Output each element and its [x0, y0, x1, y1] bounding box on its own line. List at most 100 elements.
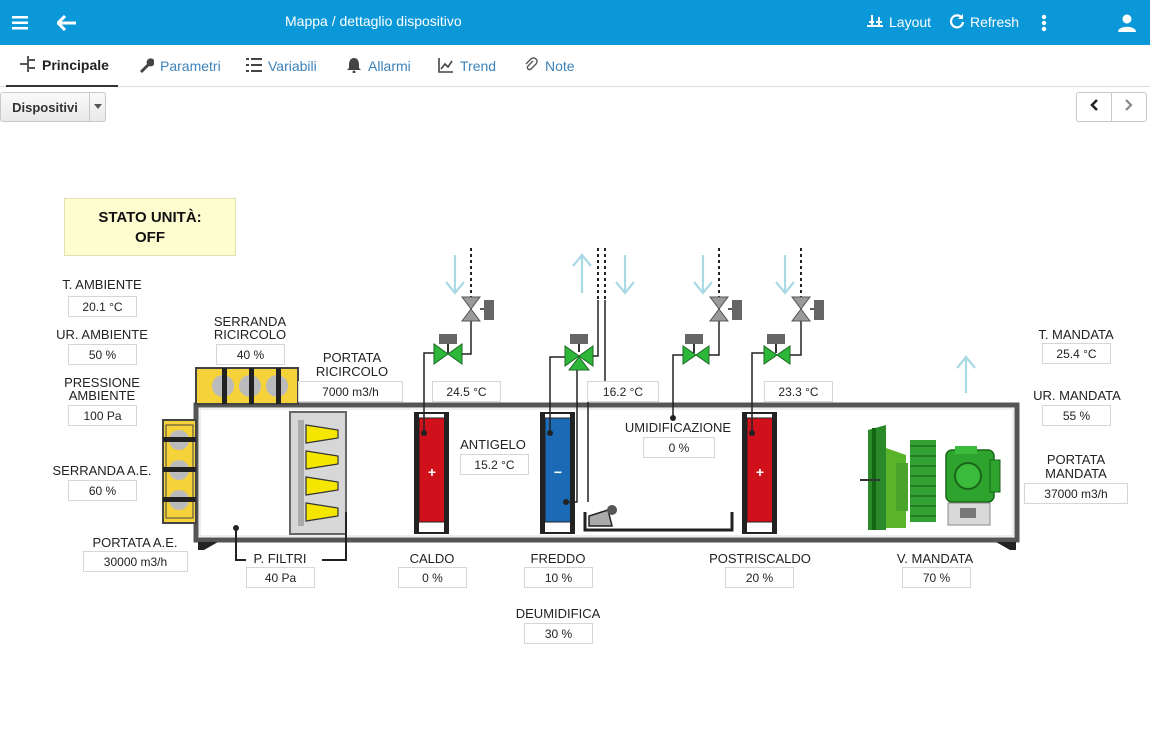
chevron-down-icon[interactable]: [90, 92, 106, 122]
postriscaldo-label: POSTRISCALDO: [709, 551, 811, 566]
layout-label: Layout: [889, 14, 932, 30]
device-dropdown-label: Dispositivi: [0, 92, 90, 122]
tab-trend[interactable]: Trend: [438, 45, 496, 87]
page-title: Mappa / dettaglio dispositivo: [285, 13, 462, 29]
topology-icon: [20, 55, 36, 75]
serranda-ae-value: 60 %: [68, 480, 137, 501]
more-vertical-icon[interactable]: [1036, 0, 1052, 45]
serranda-ricircolo-label-2: RICIRCOLO: [213, 327, 287, 342]
tab-parametri[interactable]: Parametri: [138, 45, 221, 87]
serranda-ricircolo-label-1: SERRANDA: [213, 314, 287, 329]
tab-label: Note: [545, 58, 575, 74]
ur-mandata-value: 55 %: [1042, 405, 1111, 426]
menu-icon[interactable]: [8, 0, 32, 45]
layout-button[interactable]: Layout: [866, 12, 931, 32]
portata-mandata-label-1: PORTATA: [1046, 452, 1106, 467]
humidification-valve: [682, 334, 710, 365]
portata-mandata-value: 37000 m3/h: [1024, 483, 1128, 504]
refresh-button[interactable]: Refresh: [949, 12, 1019, 32]
heat-symbol: +: [428, 464, 436, 480]
deumidifica-value: 30 %: [524, 623, 593, 644]
pressione-ambiente-label-1: PRESSIONE: [64, 375, 140, 390]
post-heating-coil: +: [742, 412, 777, 534]
outside-air-damper: [162, 419, 197, 524]
serranda-ae-label: SERRANDA A.E.: [52, 463, 152, 478]
t-mandata-label: T. MANDATA: [1038, 327, 1114, 342]
pressione-ambiente-value: 100 Pa: [68, 405, 137, 426]
list-icon: [246, 57, 262, 76]
two-way-valve: [461, 296, 494, 322]
freddo-value: 10 %: [524, 567, 593, 588]
portata-ae-label: PORTATA A.E.: [92, 535, 178, 550]
chart-icon: [438, 57, 454, 76]
serranda-ricircolo-value: 40 %: [216, 344, 285, 365]
deumidifica-label: DEUMIDIFICA: [515, 606, 601, 621]
top-bar: Mappa / dettaglio dispositivo Layout Ref…: [0, 0, 1150, 45]
t-ambiente-value: 20.1 °C: [68, 296, 137, 317]
caldo-temperature-value: 24.5 °C: [432, 381, 501, 402]
chevron-right-icon: [1124, 98, 1134, 116]
portata-ae-value: 30000 m3/h: [83, 551, 188, 572]
tab-label: Trend: [460, 58, 497, 74]
heating-valve: [433, 334, 463, 365]
portata-ricircolo-label-2: RICIRCOLO: [315, 364, 389, 379]
back-arrow-icon[interactable]: [54, 0, 80, 45]
cool-symbol: −: [554, 464, 562, 480]
v-mandata-value: 70 %: [902, 567, 971, 588]
device-dropdown[interactable]: Dispositivi: [0, 92, 106, 122]
postriscaldo-temperature-value: 23.3 °C: [764, 381, 833, 402]
wrench-icon: [138, 57, 155, 76]
caldo-label: CALDO: [409, 551, 455, 566]
humidifier: [583, 505, 734, 532]
duct-foot-right: [996, 542, 1016, 550]
tab-allarmi[interactable]: Allarmi: [346, 45, 411, 87]
refresh-icon: [949, 13, 965, 32]
freddo-temperature-value: 16.2 °C: [587, 381, 659, 402]
tab-note[interactable]: Note: [523, 45, 575, 87]
unit-state-value: OFF: [135, 229, 165, 246]
portata-ricircolo-label-1: PORTATA: [322, 350, 382, 365]
portata-mandata-label-2: MANDATA: [1045, 466, 1107, 481]
ur-mandata-label: UR. MANDATA: [1033, 388, 1121, 403]
bag-filter: [289, 411, 347, 535]
flow-arrow-icon: [445, 253, 976, 393]
p-filtri-label: P. FILTRI: [253, 551, 307, 566]
tab-variabili[interactable]: Variabili: [246, 45, 317, 87]
user-icon[interactable]: [1116, 0, 1138, 45]
two-way-valve: [791, 296, 824, 322]
post-heat-symbol: +: [756, 464, 764, 480]
caldo-value: 0 %: [398, 567, 467, 588]
tab-label: Allarmi: [368, 58, 411, 74]
refresh-label: Refresh: [970, 14, 1020, 30]
tab-principale[interactable]: Principale: [6, 45, 118, 87]
tab-bar: Principale Parametri Variabili Allarmi T…: [0, 45, 1150, 87]
chevron-left-icon: [1089, 98, 1099, 116]
ur-ambiente-label: UR. AMBIENTE: [56, 327, 148, 342]
recirculation-damper: [195, 367, 299, 405]
two-way-valve: [709, 296, 742, 322]
duct-foot-left: [198, 542, 218, 550]
ur-ambiente-value: 50 %: [68, 344, 137, 365]
freddo-label: FREDDO: [530, 551, 586, 566]
cooling-valve: [564, 334, 594, 371]
tab-label: Parametri: [160, 58, 221, 74]
cooling-coil: −: [540, 412, 575, 534]
p-filtri-value: 40 Pa: [246, 567, 315, 588]
t-ambiente-label: T. AMBIENTE: [62, 277, 142, 292]
pressione-ambiente-label-2: AMBIENTE: [68, 388, 136, 403]
next-button[interactable]: [1111, 92, 1147, 122]
bell-icon: [346, 57, 362, 76]
layout-icon: [866, 13, 884, 32]
supply-fan: [860, 425, 1001, 530]
tab-label: Principale: [42, 57, 109, 73]
filter-pressure-line: [235, 528, 246, 561]
umidificazione-value: 0 %: [643, 437, 715, 458]
tab-label: Variabili: [268, 58, 317, 74]
umidificazione-label: UMIDIFICAZIONE: [624, 420, 732, 435]
previous-button[interactable]: [1076, 92, 1112, 122]
post-heating-valve: [763, 334, 791, 365]
antigelo-label: ANTIGELO: [460, 437, 526, 452]
t-mandata-value: 25.4 °C: [1042, 343, 1111, 364]
clip-icon: [523, 56, 539, 76]
